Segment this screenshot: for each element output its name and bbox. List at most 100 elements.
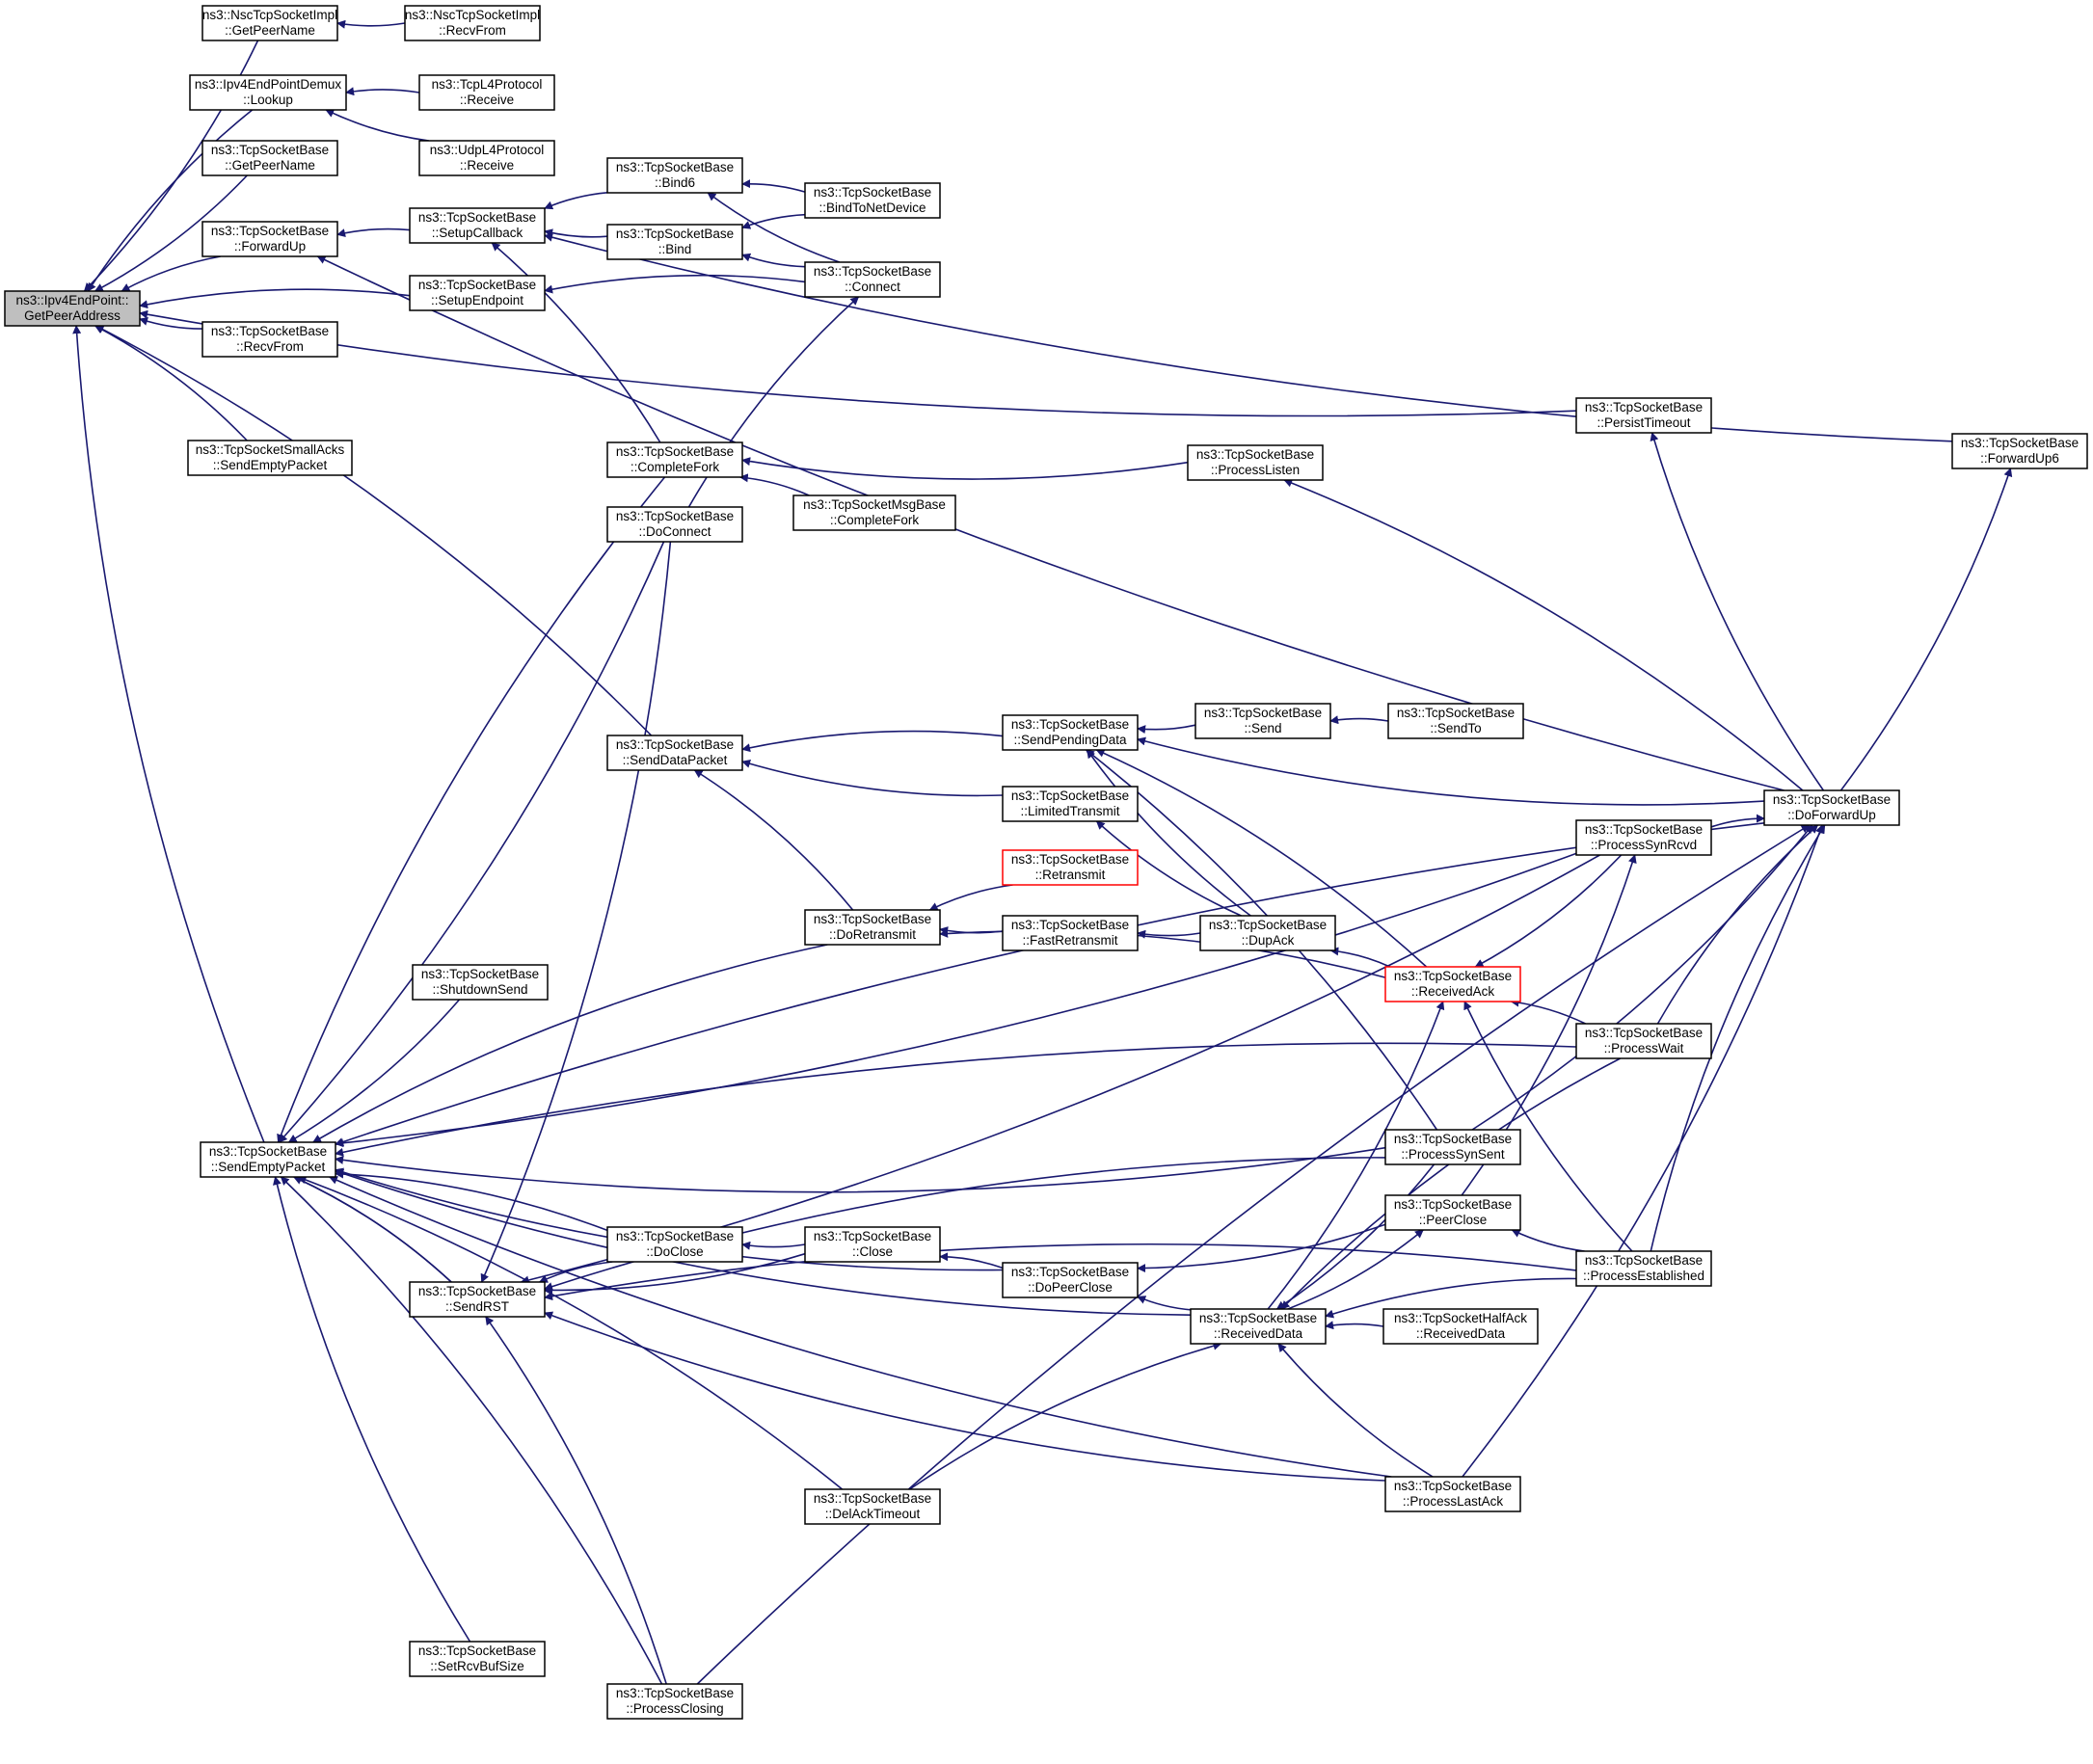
- node-n28[interactable]: ns3::TcpSocketBase::LimitedTransmit: [1002, 786, 1139, 822]
- node-box: [1384, 1476, 1521, 1512]
- node-n15[interactable]: ns3::TcpSocketBase::BindToNetDevice: [804, 182, 941, 219]
- node-n19[interactable]: ns3::TcpSocketMsgBase::CompleteFork: [792, 494, 956, 531]
- edges-layer: [72, 19, 2013, 1685]
- edge-n44-to-n10: [335, 1169, 1192, 1316]
- node-n35[interactable]: ns3::TcpSocketBase::ProcessWait: [1575, 1023, 1712, 1059]
- edge-n44-to-n33: [1267, 1001, 1445, 1310]
- edge-n36-to-n10: [287, 999, 461, 1143]
- node-label-line1: ns3::TcpSocketBase: [616, 444, 734, 459]
- node-n7[interactable]: ns3::TcpSocketBase::ForwardUp: [201, 221, 338, 257]
- node-box: [804, 182, 941, 219]
- node-n47[interactable]: ns3::TcpSocketBase::ProcessLastAck: [1384, 1476, 1521, 1512]
- node-n39[interactable]: ns3::TcpSocketBase::ProcessEstablished: [1575, 1250, 1712, 1287]
- node-label-line2: ::DoForwardUp: [1787, 808, 1876, 822]
- node-n41[interactable]: ns3::TcpSocketBase::Close: [804, 1226, 941, 1263]
- node-n4[interactable]: ns3::TcpL4Protocol::Receive: [418, 74, 555, 111]
- node-n44[interactable]: ns3::TcpSocketBase::ReceivedData: [1190, 1308, 1327, 1345]
- node-n21[interactable]: ns3::TcpSocketBase::PersistTimeout: [1575, 397, 1712, 434]
- node-n24[interactable]: ns3::TcpSocketBase::SendDataPacket: [606, 735, 743, 771]
- node-n34[interactable]: ns3::TcpSocketBase::ProcessSynRcvd: [1575, 819, 1712, 856]
- node-n14[interactable]: ns3::TcpSocketBase::Bind: [606, 224, 743, 260]
- edge-n20-to-n17: [741, 457, 1189, 480]
- edge-n29-to-n30: [928, 884, 1013, 911]
- node-label-line2: ::ShutdownSend: [432, 982, 527, 997]
- node-n23[interactable]: ns3::TcpSocketBase::DoForwardUp: [1763, 789, 1900, 826]
- edge-n41-to-n40: [741, 1241, 806, 1250]
- node-box: [412, 964, 549, 1001]
- node-label-line1: ns3::TcpSocketBase: [1209, 918, 1327, 932]
- node-label-line1: ns3::TcpSocketBase: [211, 324, 329, 338]
- edge-n32-to-n28: [1095, 820, 1242, 917]
- node-box: [804, 1488, 941, 1525]
- node-n46[interactable]: ns3::TcpSocketBase::DelAckTimeout: [804, 1488, 941, 1525]
- node-label-line2: ::ProcessEstablished: [1583, 1269, 1704, 1283]
- node-n22[interactable]: ns3::TcpSocketBase::ForwardUp6: [1951, 433, 2088, 469]
- node-n12[interactable]: ns3::TcpSocketBase::SetupEndpoint: [409, 275, 546, 311]
- node-n31[interactable]: ns3::TcpSocketBase::FastRetransmit: [1002, 915, 1139, 951]
- node-n1[interactable]: ns3::NscTcpSocketImpl::GetPeerName: [201, 5, 338, 41]
- node-n11[interactable]: ns3::TcpSocketBase::SetupCallback: [409, 207, 546, 244]
- node-n8[interactable]: ns3::TcpSocketBase::RecvFrom: [201, 321, 338, 358]
- edge-n46-to-n10: [297, 1175, 844, 1490]
- node-n6[interactable]: ns3::TcpSocketBase::GetPeerName: [201, 140, 338, 176]
- node-label-line2: ::ProcessClosing: [626, 1701, 723, 1716]
- node-n26[interactable]: ns3::TcpSocketBase::Send: [1194, 703, 1331, 739]
- node-n3[interactable]: ns3::Ipv4EndPointDemux::Lookup: [189, 74, 347, 111]
- node-label-line2: ::SetupCallback: [432, 226, 523, 240]
- node-label-line2: ::RecvFrom: [236, 339, 304, 354]
- edge-n16-to-n13: [707, 192, 841, 263]
- node-n5[interactable]: ns3::UdpL4Protocol::Receive: [418, 140, 555, 176]
- node-label-line1: ns3::TcpSocketBase: [1585, 1026, 1703, 1040]
- node-n27[interactable]: ns3::TcpSocketBase::SendTo: [1387, 703, 1524, 739]
- node-label-line1: ns3::TcpSocketBase: [1585, 822, 1703, 837]
- node-label-line2: ::DoRetransmit: [829, 927, 916, 942]
- node-n18[interactable]: ns3::TcpSocketBase::DoConnect: [606, 506, 743, 543]
- node-n2[interactable]: ns3::NscTcpSocketImpl::RecvFrom: [404, 5, 541, 41]
- node-n38[interactable]: ns3::TcpSocketBase::PeerClose: [1384, 1194, 1521, 1231]
- edge-n23-to-n7: [316, 255, 1784, 791]
- node-n49[interactable]: ns3::TcpSocketBase::ProcessClosing: [606, 1683, 743, 1720]
- node-label-line2: ::Bind6: [655, 175, 695, 190]
- node-n9[interactable]: ns3::TcpSocketSmallAcks::SendEmptyPacket: [187, 440, 353, 476]
- node-n37[interactable]: ns3::TcpSocketBase::ProcessSynSent: [1384, 1129, 1521, 1165]
- node-n40[interactable]: ns3::TcpSocketBase::DoClose: [606, 1226, 743, 1263]
- node-n45[interactable]: ns3::TcpSocketHalfAck::ReceivedData: [1382, 1308, 1539, 1345]
- node-label-line1: ns3::TcpSocketBase: [814, 185, 931, 200]
- node-label-line2: ::SendEmptyPacket: [211, 1160, 326, 1174]
- edge-n39-to-n43: [544, 1243, 1577, 1301]
- node-n17[interactable]: ns3::TcpSocketBase::CompleteFork: [606, 441, 743, 478]
- node-n48[interactable]: ns3::TcpSocketBase::SetRcvBufSize: [409, 1641, 546, 1677]
- node-n20[interactable]: ns3::TcpSocketBase::ProcessListen: [1187, 444, 1324, 481]
- node-label-line1: ns3::TcpSocketBase: [1204, 706, 1322, 720]
- node-n30[interactable]: ns3::TcpSocketBase::DoRetransmit: [804, 909, 941, 946]
- edge-n28-to-n24: [741, 759, 1004, 797]
- node-n33[interactable]: ns3::TcpSocketBase::ReceivedAck: [1384, 966, 1521, 1002]
- edge-n39-to-n23: [1650, 824, 1826, 1252]
- node-n43[interactable]: ns3::TcpSocketBase::SendRST: [409, 1281, 546, 1318]
- node-label-line2: ::RecvFrom: [439, 23, 506, 38]
- node-label-line2: ::Connect: [845, 280, 900, 294]
- edge-n47-to-n10: [328, 1176, 1392, 1478]
- node-label-line1: ns3::NscTcpSocketImpl: [405, 8, 540, 22]
- node-n0[interactable]: ns3::Ipv4EndPoint::GetPeerAddress: [4, 290, 141, 327]
- edge-n35-to-n10: [335, 1042, 1577, 1157]
- node-box: [1002, 786, 1139, 822]
- node-box: [200, 1141, 336, 1178]
- node-box: [606, 1683, 743, 1720]
- edge-n8-to-n0: [139, 317, 203, 330]
- edge-n40-to-n43: [538, 1261, 613, 1283]
- node-n25[interactable]: ns3::TcpSocketBase::SendPendingData: [1002, 714, 1139, 751]
- edge-n37-to-n43: [544, 1157, 1386, 1291]
- node-n29[interactable]: ns3::TcpSocketBase::Retransmit: [1002, 849, 1139, 886]
- node-label-line1: ns3::TcpSocketBase: [1585, 1253, 1703, 1268]
- node-box: [1575, 1250, 1712, 1287]
- node-n16[interactable]: ns3::TcpSocketBase::Connect: [804, 261, 941, 298]
- node-n13[interactable]: ns3::TcpSocketBase::Bind6: [606, 157, 743, 194]
- node-n42[interactable]: ns3::TcpSocketBase::DoPeerClose: [1002, 1262, 1139, 1298]
- node-n36[interactable]: ns3::TcpSocketBase::ShutdownSend: [412, 964, 549, 1001]
- node-n32[interactable]: ns3::TcpSocketBase::DupAck: [1199, 915, 1336, 951]
- edge-n46-to-n44: [909, 1341, 1222, 1490]
- node-n10[interactable]: ns3::TcpSocketBase::SendEmptyPacket: [200, 1141, 336, 1178]
- node-box: [409, 275, 546, 311]
